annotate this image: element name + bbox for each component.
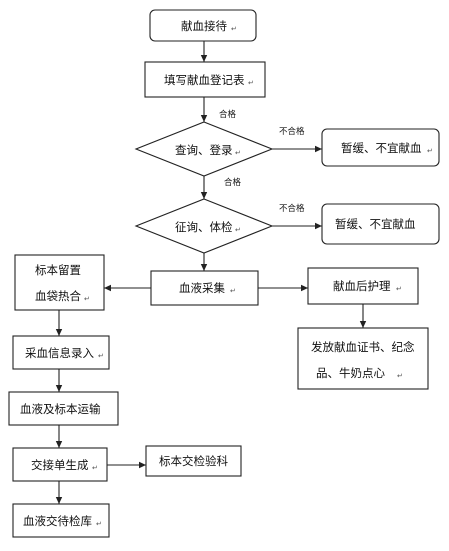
node-defer-1: 暂缓、不宜献血 ↵ bbox=[321, 128, 440, 167]
svg-text:献血接待: 献血接待 bbox=[181, 19, 227, 33]
svg-text:↵: ↵ bbox=[396, 285, 402, 293]
edge-label-fail-2: 不合格 bbox=[279, 203, 305, 214]
connectors bbox=[55, 41, 367, 504]
svg-text:发放献血证书、纪念: 发放献血证书、纪念 bbox=[311, 340, 415, 354]
svg-text:品、牛奶点心: 品、牛奶点心 bbox=[316, 366, 385, 380]
decision-consult-exam: 征询、体检 ↵ bbox=[134, 198, 274, 254]
svg-text:↵: ↵ bbox=[427, 147, 433, 155]
svg-text:血液及标本运输: 血液及标本运输 bbox=[20, 402, 101, 416]
svg-text:查询、登录: 查询、登录 bbox=[175, 143, 233, 157]
svg-text:血袋热合: 血袋热合 bbox=[35, 289, 81, 303]
node-retain-seal: 标本留置 血袋热合 ↵ bbox=[14, 254, 105, 311]
svg-text:↵: ↵ bbox=[96, 520, 102, 528]
svg-text:血液采集: 血液采集 bbox=[179, 281, 225, 295]
svg-text:血液交待检库: 血液交待检库 bbox=[23, 514, 92, 528]
edge-label-pass-2: 合格 bbox=[224, 177, 242, 188]
node-sample-submit: 标本交检验科 bbox=[145, 445, 242, 477]
svg-text:↵: ↵ bbox=[397, 372, 403, 380]
node-register-form: 填写献血登记表 ↵ bbox=[144, 61, 266, 98]
node-handover: 交接单生成 ↵ bbox=[12, 447, 108, 482]
node-issue-certificate: 发放献血证书、纪念 品、牛奶点心 ↵ bbox=[297, 327, 429, 390]
svg-text:↵: ↵ bbox=[92, 464, 98, 472]
svg-text:交接单生成: 交接单生成 bbox=[31, 458, 89, 472]
svg-text:献血后护理: 献血后护理 bbox=[333, 279, 391, 293]
decision-check-login: 查询、登录 ↵ bbox=[134, 121, 274, 177]
svg-text:标本留置: 标本留置 bbox=[35, 263, 81, 277]
node-info-entry: 采血信息录入 ↵ bbox=[12, 335, 110, 370]
svg-text:标本交检验科: 标本交检验科 bbox=[159, 454, 228, 468]
node-storage: 血液交待检库 ↵ bbox=[12, 503, 110, 538]
node-collection: 血液采集 ↵ bbox=[150, 270, 259, 306]
svg-text:↵: ↵ bbox=[98, 352, 104, 360]
svg-text:↵: ↵ bbox=[231, 25, 237, 33]
svg-text:征询、体检: 征询、体检 bbox=[175, 220, 233, 234]
node-post-care: 献血后护理 ↵ bbox=[307, 267, 419, 305]
node-reception: 献血接待 ↵ bbox=[149, 9, 257, 42]
svg-text:暂缓、不宜献血: 暂缓、不宜献血 bbox=[341, 141, 422, 155]
svg-text:↵: ↵ bbox=[248, 79, 254, 87]
node-defer-2: 暂缓、不宜献血 bbox=[321, 203, 440, 245]
svg-text:↵: ↵ bbox=[230, 287, 236, 295]
edge-label-fail-1: 不合格 bbox=[279, 126, 305, 137]
svg-text:↵: ↵ bbox=[235, 149, 241, 157]
node-transport: 血液及标本运输 bbox=[8, 391, 119, 426]
svg-text:采血信息录入: 采血信息录入 bbox=[25, 346, 94, 360]
svg-text:↵: ↵ bbox=[84, 295, 90, 303]
svg-text:暂缓、不宜献血: 暂缓、不宜献血 bbox=[335, 217, 416, 231]
svg-text:↵: ↵ bbox=[235, 226, 241, 234]
svg-text:填写献血登记表: 填写献血登记表 bbox=[164, 73, 245, 87]
edge-label-pass-1: 合格 bbox=[219, 109, 237, 120]
